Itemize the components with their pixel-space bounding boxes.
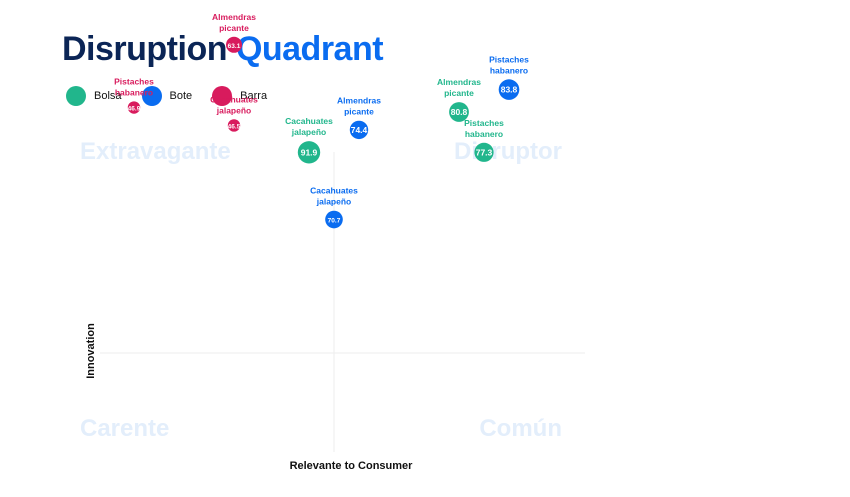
point-value-bote-almendras-picante: 74.4	[351, 125, 368, 135]
point-value-barra-almendras-picante: 63.1	[228, 43, 241, 50]
legend: Bolsa Bote Barra	[66, 86, 287, 106]
x-axis-title: Relevante to Consumer	[290, 460, 414, 472]
quadrant-label-top-left: Extravagante	[80, 138, 231, 165]
legend-label-bote: Bote	[169, 90, 193, 102]
legend-label-barra: Barra	[240, 90, 268, 102]
point-bote-pistaches-habanero[interactable]	[498, 79, 520, 100]
point-bote-almendras-picante[interactable]	[349, 120, 369, 140]
quadrant-label-bottom-right: Común	[479, 415, 562, 442]
y-axis-title: Innovation	[85, 323, 97, 379]
point-value-bolsa-cacahuates-jalapeno: 91.9	[301, 147, 318, 157]
chart-title: Disruption Quadrant	[62, 30, 384, 69]
point-value-barra-cacahuates-jalapeno: 46.5	[228, 123, 241, 130]
legend-swatch-bote	[141, 86, 162, 106]
point-value-bote-pistaches-habanero: 83.8	[501, 85, 518, 95]
point-value-bolsa-almendras-picante: 80.8	[451, 107, 468, 117]
point-bolsa-pistaches-habanero[interactable]	[474, 142, 494, 162]
legend-item-bolsa[interactable]: Bolsa	[66, 86, 122, 106]
quadrant-label-bottom-left: Carente	[80, 415, 169, 442]
title-part-2: Quadrant	[235, 30, 384, 68]
legend-item-barra[interactable]: Barra	[212, 86, 267, 106]
point-barra-cacahuates-jalapeno[interactable]	[227, 119, 241, 132]
point-barra-almendras-picante[interactable]	[226, 36, 242, 53]
point-value-barra-pistaches-habanero: 46.9	[128, 106, 141, 113]
point-bolsa-cacahuates-jalapeno[interactable]	[297, 141, 321, 164]
point-barra-pistaches-habanero[interactable]	[127, 101, 141, 114]
quadrant-label-top-right: Disruptor	[454, 138, 562, 165]
legend-swatch-bolsa	[66, 86, 86, 106]
legend-swatch-barra	[212, 86, 233, 106]
point-bolsa-almendras-picante[interactable]	[449, 102, 469, 122]
title-part-1: Disruption	[62, 30, 227, 68]
point-bote-cacahuates-jalapeno[interactable]	[325, 210, 343, 229]
legend-label-bolsa: Bolsa	[94, 90, 122, 102]
point-value-bolsa-pistaches-habanero: 77.3	[476, 147, 493, 157]
point-value-bote-cacahuates-jalapeno: 70.7	[328, 218, 341, 225]
legend-item-bote[interactable]: Bote	[141, 86, 193, 106]
